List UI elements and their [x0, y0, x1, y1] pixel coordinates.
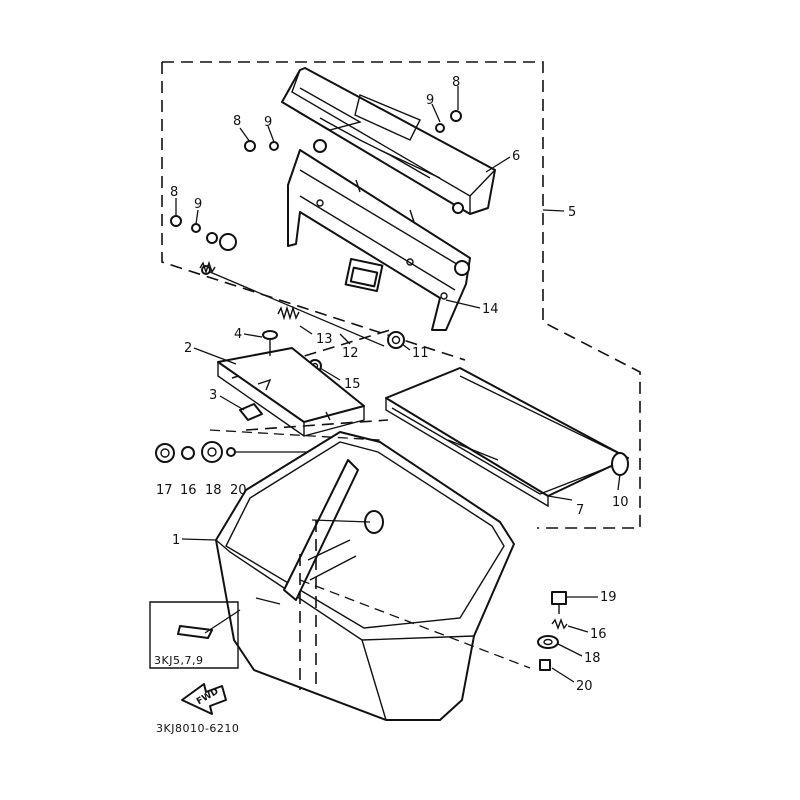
callout-19: 19	[600, 590, 617, 605]
callout-10: 10	[612, 495, 629, 510]
hardware-right	[537, 591, 568, 671]
callout-9c: 9	[194, 197, 202, 212]
part-14-hinge-bracket	[287, 149, 471, 331]
part-10-hinge-end	[611, 452, 629, 476]
callout-6: 6	[512, 149, 520, 164]
callout-9b: 9	[264, 115, 272, 130]
callout-8a: 8	[452, 75, 460, 90]
callout-1: 1	[172, 533, 180, 548]
callout-8b: 8	[233, 114, 241, 129]
fwd-arrow-icon	[181, 683, 227, 715]
callout-16a: 16	[180, 483, 197, 498]
callout-20a: 20	[230, 483, 247, 498]
callout-5: 5	[568, 205, 576, 220]
callout-9a: 9	[426, 93, 434, 108]
callout-20b: 20	[576, 679, 593, 694]
part-7-lid	[385, 367, 629, 508]
callout-16b: 16	[590, 627, 607, 642]
callout-11: 11	[412, 346, 429, 361]
part-4-screw	[262, 330, 278, 356]
part-6-upper-cover	[281, 67, 496, 215]
part-11-bushing	[387, 331, 405, 349]
part-3-clip	[239, 403, 263, 421]
callout-2: 2	[184, 341, 192, 356]
hardware-row-left	[155, 441, 330, 463]
model-note: 3KJ5,7,9	[154, 654, 203, 667]
callout-3: 3	[209, 388, 217, 403]
callout-leaders	[175, 86, 621, 683]
part-2-tray	[217, 347, 365, 437]
callout-14: 14	[482, 302, 499, 317]
part-1-box	[215, 431, 515, 721]
assembly-5-boundary	[161, 61, 641, 529]
inset-variant-box	[149, 601, 241, 669]
callout-12: 12	[342, 346, 359, 361]
callout-8c: 8	[170, 185, 178, 200]
upper-left-hardware	[170, 110, 462, 251]
callout-7: 7	[576, 503, 584, 518]
part-13-spring	[199, 260, 300, 321]
callout-18a: 18	[205, 483, 222, 498]
callout-4: 4	[234, 327, 242, 342]
callout-18b: 18	[584, 651, 601, 666]
callout-labels: 1 2 3 4 5 6 7 8 8 8 9 9 9 10 11 12 13 14…	[156, 75, 629, 694]
callout-15: 15	[344, 377, 361, 392]
callout-13: 13	[316, 332, 333, 347]
callout-17: 17	[156, 483, 173, 498]
drawing-code: 3KJ8010-6210	[156, 722, 239, 735]
